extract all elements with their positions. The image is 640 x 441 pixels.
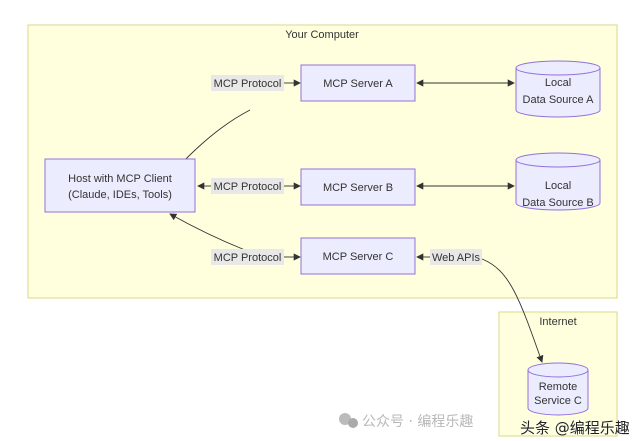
node-server-b[interactable]: MCP Server B xyxy=(300,168,416,206)
group-label-your-computer: Your Computer xyxy=(285,29,359,41)
svg-text:MCP Server B: MCP Server B xyxy=(323,182,393,194)
remote-label-line2: Service C xyxy=(534,395,582,407)
svg-text:MCP Protocol: MCP Protocol xyxy=(214,78,282,90)
node-data-source-b[interactable]: Local Data Source B xyxy=(515,152,601,211)
edge-webapis-remote xyxy=(481,258,544,363)
svg-text:MCP Server C: MCP Server C xyxy=(323,251,394,263)
watermark-wechat: 公众号 · 编程乐趣 xyxy=(362,414,473,430)
wechat-icon xyxy=(339,413,358,428)
svg-text:Web APIs: Web APIs xyxy=(432,252,481,264)
watermark-toutiao: 头条 @编程乐趣 xyxy=(520,419,630,437)
svg-text:MCP Server A: MCP Server A xyxy=(323,78,393,90)
svg-text:Data Source A: Data Source A xyxy=(523,94,595,106)
node-remote-service-c[interactable]: Remote Service C xyxy=(527,362,589,416)
edge-host-server-c xyxy=(169,213,246,251)
svg-text:Local: Local xyxy=(545,180,571,192)
svg-text:Local: Local xyxy=(545,77,571,89)
group-label-internet: Internet xyxy=(539,316,576,328)
svg-text:MCP Protocol: MCP Protocol xyxy=(214,181,282,193)
remote-label-line1: Remote xyxy=(539,381,578,393)
watermark: 公众号 · 编程乐趣 头条 @编程乐趣 xyxy=(339,413,630,437)
svg-text:Data Source B: Data Source B xyxy=(522,197,594,209)
svg-text:MCP Protocol: MCP Protocol xyxy=(214,252,282,264)
node-host[interactable]: Host with MCP Client (Claude, IDEs, Tool… xyxy=(44,158,196,213)
edge-label-host-a: MCP Protocol xyxy=(211,75,284,91)
edge-label-host-c: MCP Protocol xyxy=(211,249,284,265)
svg-text:Host with MCP Client: Host with MCP Client xyxy=(68,173,172,185)
edge-label-web-apis: Web APIs xyxy=(430,249,482,265)
svg-text:(Claude, IDEs, Tools): (Claude, IDEs, Tools) xyxy=(68,189,172,201)
node-data-source-a[interactable]: Local Data Source A xyxy=(515,60,601,118)
node-server-c[interactable]: MCP Server C xyxy=(300,237,416,275)
edge-label-host-b: MCP Protocol xyxy=(211,178,284,194)
node-server-a[interactable]: MCP Server A xyxy=(300,64,416,102)
